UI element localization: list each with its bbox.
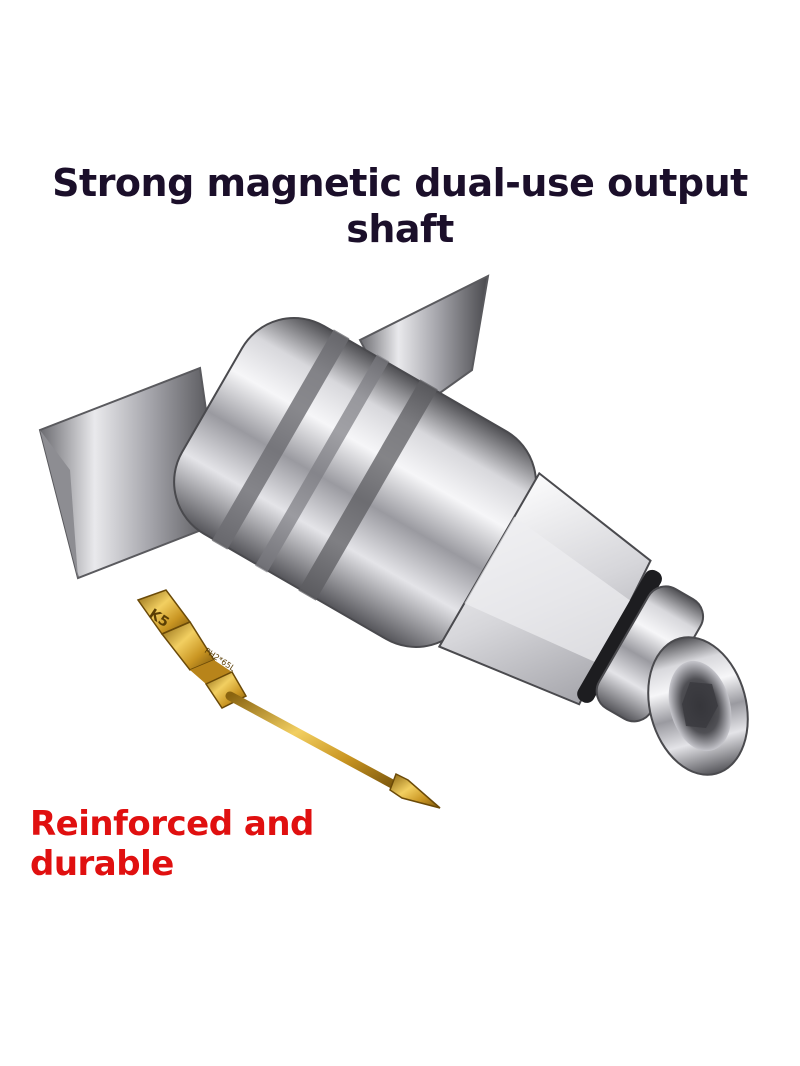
shaft-body xyxy=(173,317,705,723)
left-wing xyxy=(38,366,224,580)
headline: Strong magnetic dual-use output shaft xyxy=(52,161,748,251)
reinforced-callout: Reinforced and durable xyxy=(30,804,314,884)
hex-socket-bore xyxy=(647,636,749,776)
